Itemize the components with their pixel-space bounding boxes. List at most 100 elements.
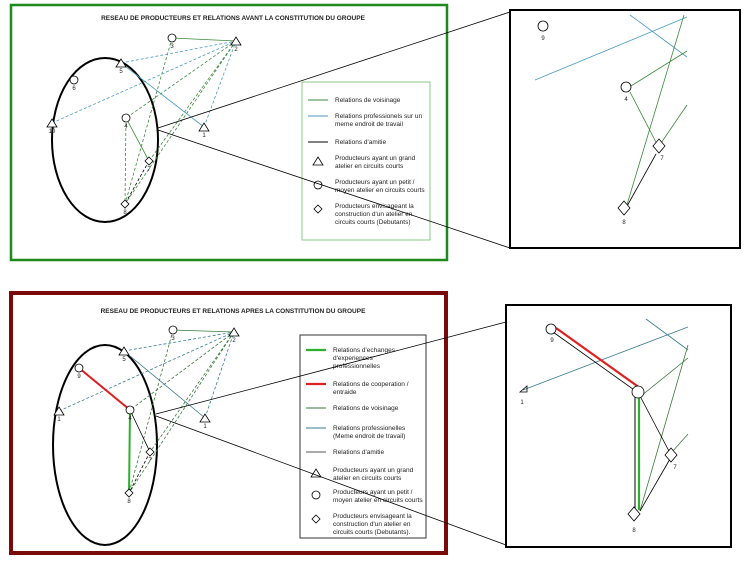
- relation-edge: [124, 37, 173, 205]
- relation-edge: [128, 451, 151, 494]
- legend-label: Relations d'echanges: [333, 347, 396, 354]
- node-label: 9: [77, 374, 81, 380]
- zoom-panel-after: 9 1 7 8: [505, 304, 732, 548]
- circle-node-icon: [125, 405, 135, 415]
- legend-item: Relations de voisinage: [308, 97, 401, 104]
- node-label: 8: [622, 220, 626, 226]
- node-label: 7: [147, 167, 151, 173]
- relation-edge: [123, 331, 235, 352]
- node-label: 4: [124, 124, 128, 130]
- triangle-node-icon: [312, 156, 324, 166]
- triangle-node-icon: [118, 346, 130, 356]
- triangle-node-icon: [228, 327, 240, 337]
- node-label: 8: [127, 499, 131, 505]
- relation-edge: [123, 350, 206, 419]
- relation-edge: [171, 37, 237, 42]
- node-label: 1: [203, 424, 207, 430]
- legend-label: meme endroit de travail: [335, 121, 403, 128]
- circle-node-icon: [313, 180, 323, 190]
- node-label: 1: [520, 400, 524, 406]
- node-label: 7: [660, 156, 664, 162]
- legend-label: Relations de cooperation /: [333, 381, 409, 388]
- after-title: RESEAU DE PRODUCTEURS ET RELATIONS APRES…: [101, 308, 366, 315]
- relation-edge: [203, 40, 237, 128]
- relation-edge: [129, 409, 151, 453]
- relation-edge: [204, 331, 235, 419]
- relation-edge: [148, 40, 237, 162]
- legend-item: Relations d'amitie: [308, 139, 386, 146]
- triangle-node-icon: [53, 406, 65, 416]
- before-frame: [9, 3, 449, 262]
- node-label: 9: [541, 36, 545, 42]
- legend-label: (Meme endroit de travail): [333, 433, 405, 440]
- node-label: 9: [550, 338, 554, 344]
- circle-node-icon: [167, 33, 177, 43]
- relation-edge: [124, 40, 237, 205]
- relation-edge: [124, 160, 150, 205]
- diamond-node-icon: [313, 204, 323, 214]
- relation-edge: [128, 331, 235, 494]
- diamond-node-icon: [120, 199, 130, 209]
- legend-item: Relations d'amitie: [306, 449, 384, 456]
- legend-label: d'experiences: [333, 355, 374, 362]
- diamond-node-icon: [145, 447, 155, 457]
- node-label: 6: [72, 86, 76, 92]
- after-legend: [299, 334, 427, 539]
- node-label: 4: [624, 97, 628, 103]
- legend-label: circuits courts (Debutants).: [333, 529, 410, 536]
- legend-label: Relations d'amitie: [333, 449, 384, 456]
- node-label: 8: [123, 210, 127, 216]
- node-label: 8: [632, 528, 636, 534]
- legend-label: Producteurs ayant un grand: [335, 155, 416, 162]
- node-label: 5: [119, 69, 123, 75]
- circle-node-icon: [168, 325, 178, 335]
- legend-label: Relations professionels sur un: [335, 113, 422, 120]
- legend-label: construction d'un atelier en: [333, 521, 411, 528]
- node-label: 2: [234, 47, 238, 53]
- legend-label: Producteurs ayant un grand: [333, 467, 414, 474]
- triangle-node-icon: [230, 36, 242, 46]
- legend-label: moyen atelier en circuits courts: [335, 187, 425, 194]
- legend-item: Relations de voisinage: [306, 405, 399, 412]
- triangle-node-icon: [198, 122, 210, 132]
- triangle-node-icon: [115, 58, 127, 68]
- circle-node-icon: [121, 113, 131, 123]
- node-label: 3: [170, 44, 174, 50]
- circle-node-icon: [311, 490, 321, 500]
- legend-label: Producteurs ayant un petit /: [335, 179, 415, 186]
- relation-edge: [120, 62, 205, 128]
- triangle-node-icon: [46, 118, 58, 128]
- relation-edge: [129, 331, 235, 411]
- node-label: 10: [49, 129, 56, 135]
- legend-label: Relations professionelles: [333, 425, 406, 432]
- node-label: 1: [57, 417, 61, 423]
- triangle-node-icon: [199, 413, 211, 423]
- relation-edge: [125, 117, 150, 162]
- legend-item: Producteurs ayant un petit /moyen atelie…: [311, 489, 423, 504]
- node-label: 4: [128, 416, 132, 422]
- zoom-panel-before: 9 4 7 8: [509, 9, 741, 249]
- legend-label: entraide: [333, 389, 357, 396]
- legend-label: professionnelles: [333, 363, 381, 370]
- relation-edge: [149, 331, 235, 453]
- legend-label: construction d'un atelier en: [335, 211, 413, 218]
- zoom-projection-line: [157, 11, 511, 129]
- circle-node-icon: [74, 363, 84, 373]
- after-frame: [9, 291, 448, 555]
- relation-edge: [124, 117, 127, 205]
- legend-item: Relations professionelles(Meme endroit d…: [306, 425, 406, 440]
- relation-edge: [58, 331, 235, 412]
- group-ellipse: [52, 344, 158, 546]
- before-title: RESEAU DE PRODUCTEURS ET RELATIONS AVANT…: [101, 15, 366, 22]
- legend-label: circuits courts (Debutants): [335, 219, 411, 226]
- zoom-projection-line: [155, 321, 507, 415]
- node-label: 2: [232, 338, 236, 344]
- relation-edge: [51, 40, 237, 124]
- group-ellipse: [51, 57, 159, 223]
